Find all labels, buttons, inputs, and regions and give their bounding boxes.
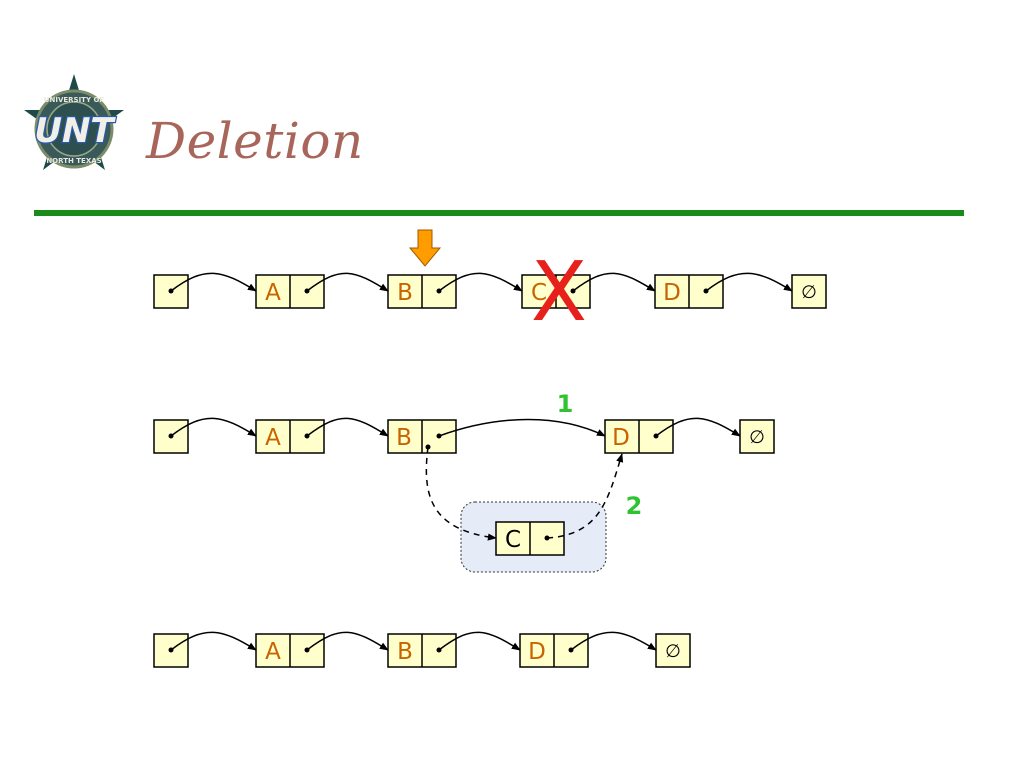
node-value: A — [265, 639, 281, 665]
link-arrow — [438, 631, 521, 651]
link-arrow — [572, 272, 656, 292]
head-pointer-cell — [153, 419, 189, 454]
delete-mark: X — [531, 245, 587, 340]
detached-list-node: C — [495, 521, 565, 556]
link-arrow — [570, 631, 657, 651]
link-arrow — [306, 272, 389, 292]
title-divider — [34, 210, 964, 216]
logo-top-text: UNIVERSITY OF — [44, 96, 105, 104]
node-value: C — [505, 527, 521, 553]
link-arrow — [438, 272, 523, 292]
node-value: D — [663, 280, 681, 306]
head-pointer-cell — [153, 633, 189, 668]
null-symbol: ∅ — [749, 427, 765, 448]
logo-inner-ring — [46, 101, 102, 157]
step-label-1: 1 — [557, 390, 574, 418]
null-symbol: ∅ — [801, 282, 817, 303]
old-link-dashed-arrow — [425, 446, 497, 541]
null-terminator: ∅ — [791, 274, 827, 309]
list-node: B — [387, 419, 457, 454]
link-arrow — [170, 417, 257, 437]
link-arrow — [306, 417, 389, 437]
head-pointer-cell — [153, 274, 189, 309]
row-after-deletion: A B D ∅ — [153, 631, 691, 668]
list-node: A — [255, 633, 325, 668]
list-node-to-delete: C — [521, 274, 591, 309]
link-arrow — [170, 272, 257, 292]
link-arrow — [655, 417, 741, 437]
null-symbol: ∅ — [665, 641, 681, 662]
logo-main-text: UNT — [34, 111, 116, 151]
node-value: B — [397, 280, 413, 306]
list-node: D — [604, 419, 674, 454]
node-value: B — [396, 425, 412, 451]
list-node: A — [255, 419, 325, 454]
old-link-dashed-arrow — [546, 453, 624, 539]
link-arrow — [170, 631, 257, 651]
node-value: D — [612, 425, 630, 451]
node-value: B — [397, 639, 413, 665]
link-arrow — [306, 631, 389, 651]
null-terminator: ∅ — [739, 419, 775, 454]
node-value: A — [265, 425, 281, 451]
node-value: A — [265, 280, 281, 306]
logo-bottom-text: NORTH TEXAS — [46, 157, 101, 165]
node-value: D — [528, 639, 546, 665]
null-terminator: ∅ — [655, 633, 691, 668]
current-pointer-arrow-icon — [408, 229, 442, 267]
list-node: D — [654, 274, 724, 309]
list-node: D — [519, 633, 589, 668]
list-node: B — [387, 274, 457, 309]
slide-title: Deletion — [146, 112, 364, 170]
list-node: A — [255, 274, 325, 309]
row-during-deletion: A B 1 C 2 D — [153, 390, 775, 573]
row-before-deletion: A B C X D ∅ — [153, 229, 827, 340]
bypass-link-arrow — [438, 418, 606, 437]
link-arrow — [705, 272, 793, 292]
node-value: C — [531, 280, 547, 306]
unt-logo: UNIVERSITY OF NORTH TEXAS UNT — [24, 74, 124, 170]
step-label-2: 2 — [626, 492, 643, 520]
list-node: B — [387, 633, 457, 668]
